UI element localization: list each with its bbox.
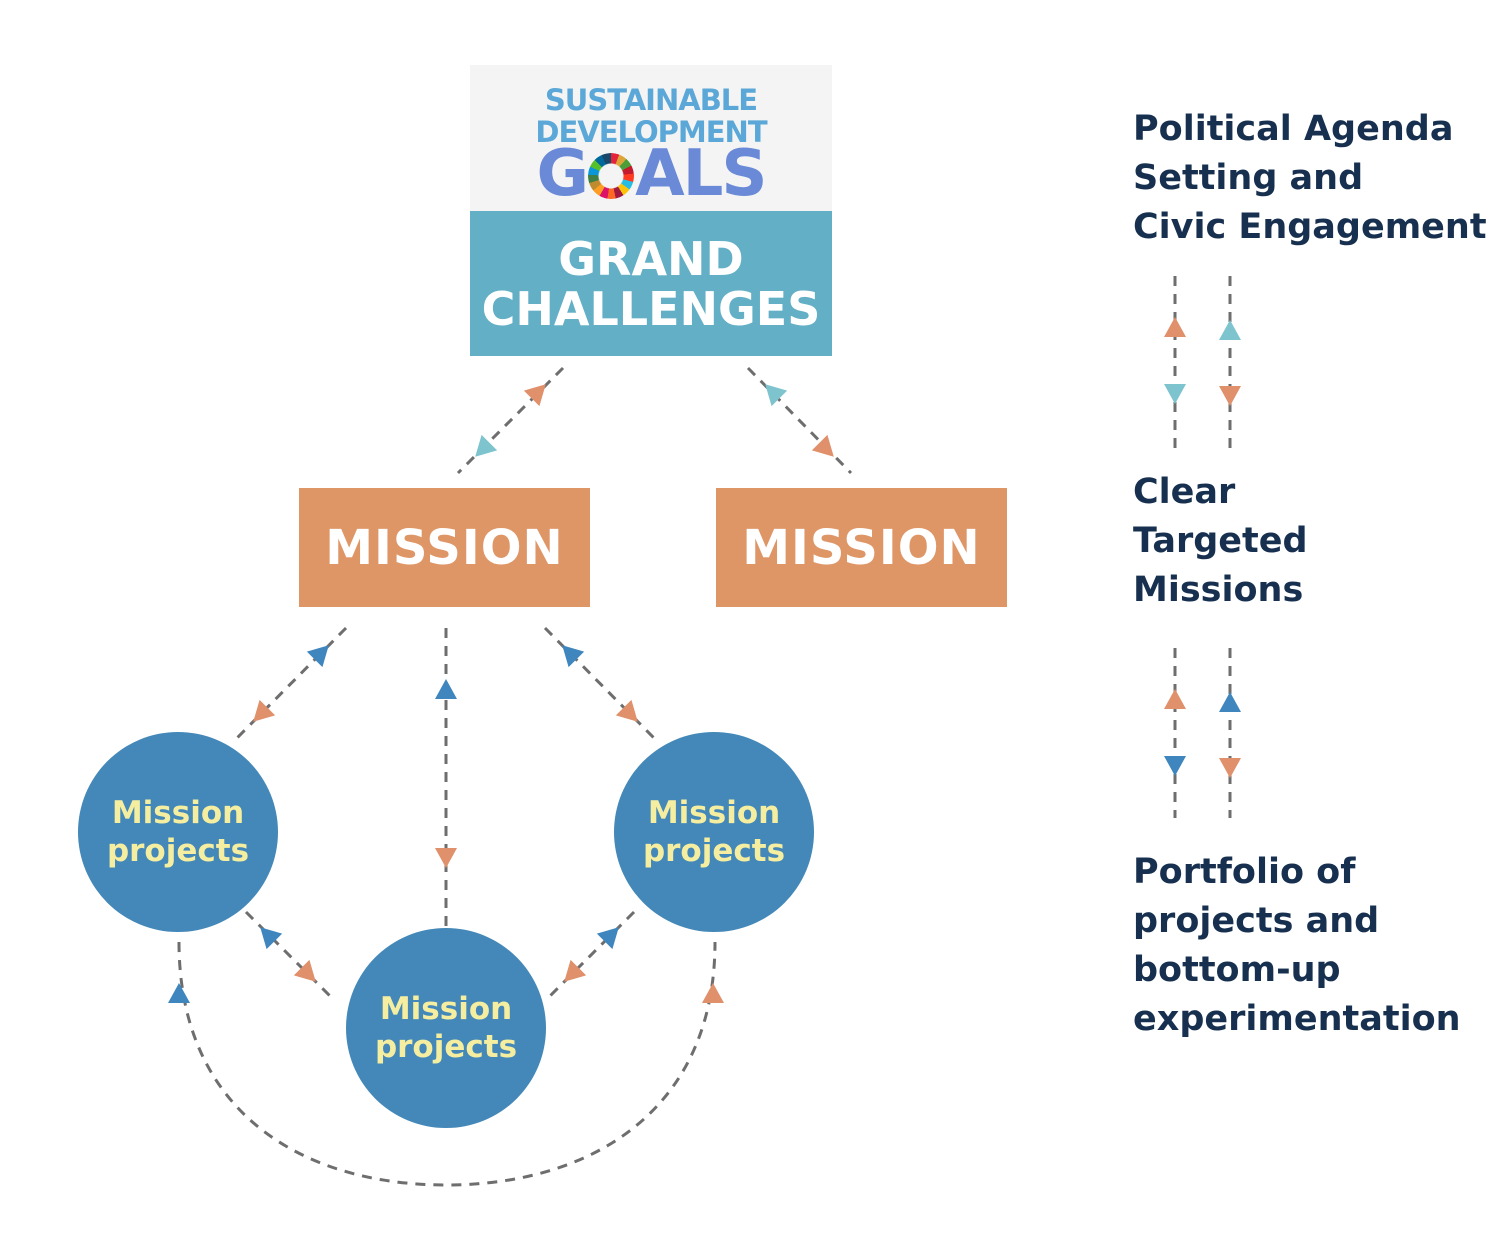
arrowhead-icon (702, 983, 724, 1003)
legend-arrow-up-icon (1164, 317, 1186, 337)
grand-challenges-line1: GRAND (558, 231, 744, 286)
arrowhead-icon (293, 959, 316, 982)
legend-arrow-down-icon (1219, 386, 1241, 406)
arrowhead-icon (615, 699, 638, 722)
connector-project-left-bottom (244, 910, 333, 999)
legend-line: bottom-up (1133, 950, 1341, 990)
connector-project-right-bottom (547, 910, 636, 999)
legend-arrow-up-icon (1164, 689, 1186, 709)
arrowhead-icon (168, 983, 190, 1003)
arrowhead-icon (564, 959, 587, 982)
legend-clear-missions: Clear Targeted Missions (1133, 468, 1308, 615)
mission-projects-right: Mission projects (614, 732, 814, 932)
legend-arrow-up-icon (1219, 692, 1241, 712)
legend-arrow-up-icon (1219, 320, 1241, 340)
project-line2: projects (642, 833, 786, 869)
sdg-logo-goals: G ALS (470, 137, 832, 211)
sdg-logo-line1: SUSTAINABLE (544, 83, 758, 117)
legend-political-agenda: Political Agenda Setting and Civic Engag… (1133, 105, 1487, 252)
project-line1: Mission (647, 795, 781, 831)
sdg-goals-rest: ALS (635, 137, 767, 211)
arrowhead-icon (811, 434, 834, 457)
mission-label: MISSION (325, 519, 564, 576)
grand-challenges-line2: CHALLENGES (481, 281, 821, 336)
arrowhead-icon (435, 848, 457, 868)
arrowhead-icon (475, 434, 498, 457)
mission-box-right: MISSION (716, 488, 1007, 607)
legend-arrow-down-icon (1164, 384, 1186, 404)
mission-projects-left: Mission projects (78, 732, 278, 932)
connector-mission-project-left (233, 626, 348, 742)
arrowhead-icon (523, 384, 546, 407)
sdg-logo: SUSTAINABLE DEVELOPMENT G ALS (470, 65, 832, 211)
project-line2: projects (106, 833, 250, 869)
sdg-goals-g: G (536, 137, 590, 211)
connector-mission-project-right (543, 626, 658, 742)
arrowhead-icon (306, 645, 329, 668)
legend-arrow-down-icon (1164, 756, 1186, 776)
arrowhead-icon (562, 645, 585, 668)
legend-line: Portfolio of (1133, 852, 1356, 892)
connector-gc-mission-left (456, 366, 565, 475)
sdg-logo-line2: DEVELOPMENT (535, 115, 767, 149)
project-line1: Mission (379, 991, 513, 1027)
arrowhead-icon (435, 679, 457, 699)
project-line1: Mission (111, 795, 245, 831)
mission-label: MISSION (742, 519, 981, 576)
legend-line: projects and (1133, 901, 1380, 941)
connector-gc-mission-right (746, 366, 853, 475)
legend-line: Setting and (1133, 158, 1364, 198)
legend-line: Political Agenda (1133, 109, 1454, 149)
legend-arrow-down-icon (1219, 758, 1241, 778)
legend-line: Clear (1133, 472, 1236, 512)
grand-challenges-box: GRAND CHALLENGES (470, 211, 832, 356)
legend-line: Targeted (1133, 521, 1308, 561)
legend-line: Missions (1133, 570, 1304, 610)
arrowhead-icon (765, 384, 788, 407)
project-line2: projects (374, 1029, 518, 1065)
mission-box-left: MISSION (299, 488, 590, 607)
legend-line: experimentation (1133, 999, 1461, 1039)
legend-line: Civic Engagement (1133, 207, 1487, 247)
legend-portfolio: Portfolio of projects and bottom-up expe… (1133, 848, 1461, 1044)
mission-projects-bottom: Mission projects (346, 928, 546, 1128)
arrowhead-icon (596, 927, 619, 950)
arrowhead-icon (253, 699, 276, 722)
arrowhead-icon (260, 927, 283, 950)
sdg-color-wheel-icon (588, 153, 635, 199)
